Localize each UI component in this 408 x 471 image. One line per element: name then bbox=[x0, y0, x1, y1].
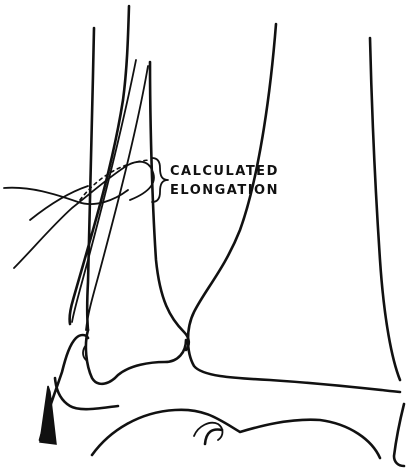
osteotomy-lines bbox=[4, 160, 154, 268]
annotation-line-elongation: ELONGATION bbox=[170, 181, 279, 201]
talus-foot bbox=[40, 335, 404, 466]
fibula-shaft bbox=[70, 6, 148, 330]
annotation-line-calculated: CALCULATED bbox=[170, 162, 279, 182]
tibia bbox=[150, 24, 400, 392]
lateral-malleolus bbox=[83, 330, 186, 384]
